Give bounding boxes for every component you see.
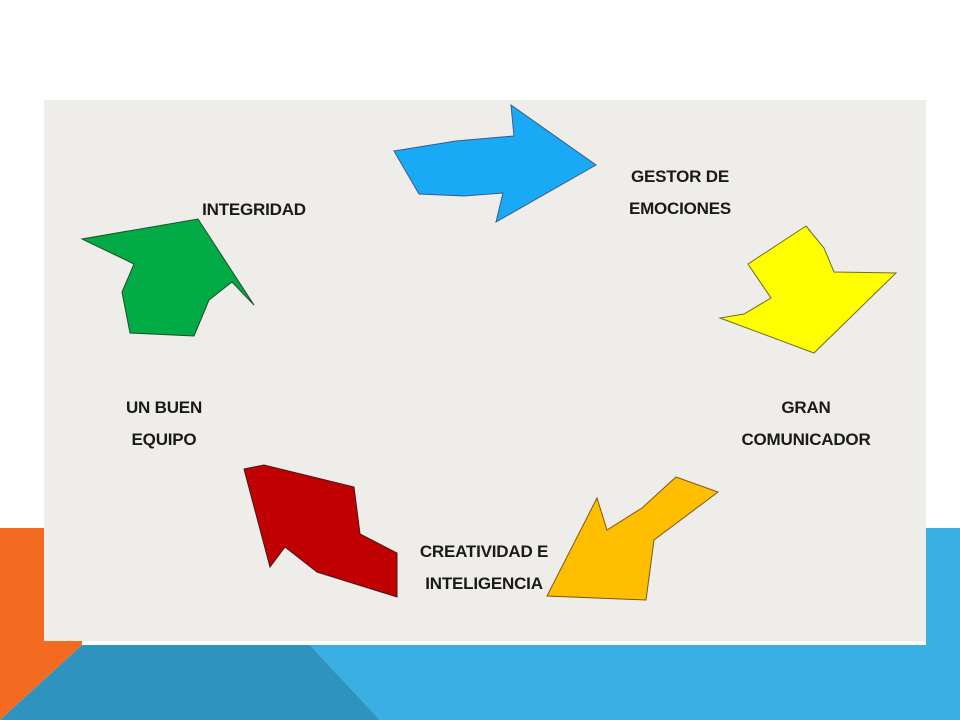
arrow-red — [243, 464, 398, 598]
arrow-blue — [393, 103, 597, 224]
label-creatividad-e-inteligencia: CREATIVIDAD E INTELIGENCIA — [400, 536, 568, 600]
arrow-yellow — [718, 225, 898, 354]
label-equipo-line-2: EQUIPO — [131, 430, 197, 449]
label-creatividad-line-1: CREATIVIDAD E — [419, 542, 549, 561]
label-un-buen-equipo: UN BUEN EQUIPO — [94, 392, 234, 456]
cycle-arrows — [80, 103, 898, 601]
label-integridad: INTEGRIDAD — [169, 194, 339, 226]
label-gestor-de-emociones: GESTOR DE EMOCIONES — [600, 161, 760, 225]
arrow-green — [80, 218, 255, 337]
label-comunicador-line-1: GRAN — [781, 398, 831, 417]
diagram-panel: INTEGRIDAD GESTOR DE EMOCIONES GRAN COMU… — [44, 100, 926, 641]
label-integridad-line-1: INTEGRIDAD — [202, 200, 306, 219]
label-equipo-line-1: UN BUEN — [125, 398, 203, 417]
arrow-orange — [546, 476, 720, 601]
label-gestor-line-2: EMOCIONES — [628, 199, 732, 218]
dark-blue-band-shape — [0, 645, 380, 720]
label-gestor-line-1: GESTOR DE — [630, 167, 730, 186]
light-blue-band-shape — [310, 528, 960, 720]
label-gran-comunicador: GRAN COMUNICADOR — [716, 392, 896, 456]
label-comunicador-line-2: COMUNICADOR — [741, 430, 871, 449]
label-creatividad-line-2: INTELIGENCIA — [425, 574, 543, 593]
